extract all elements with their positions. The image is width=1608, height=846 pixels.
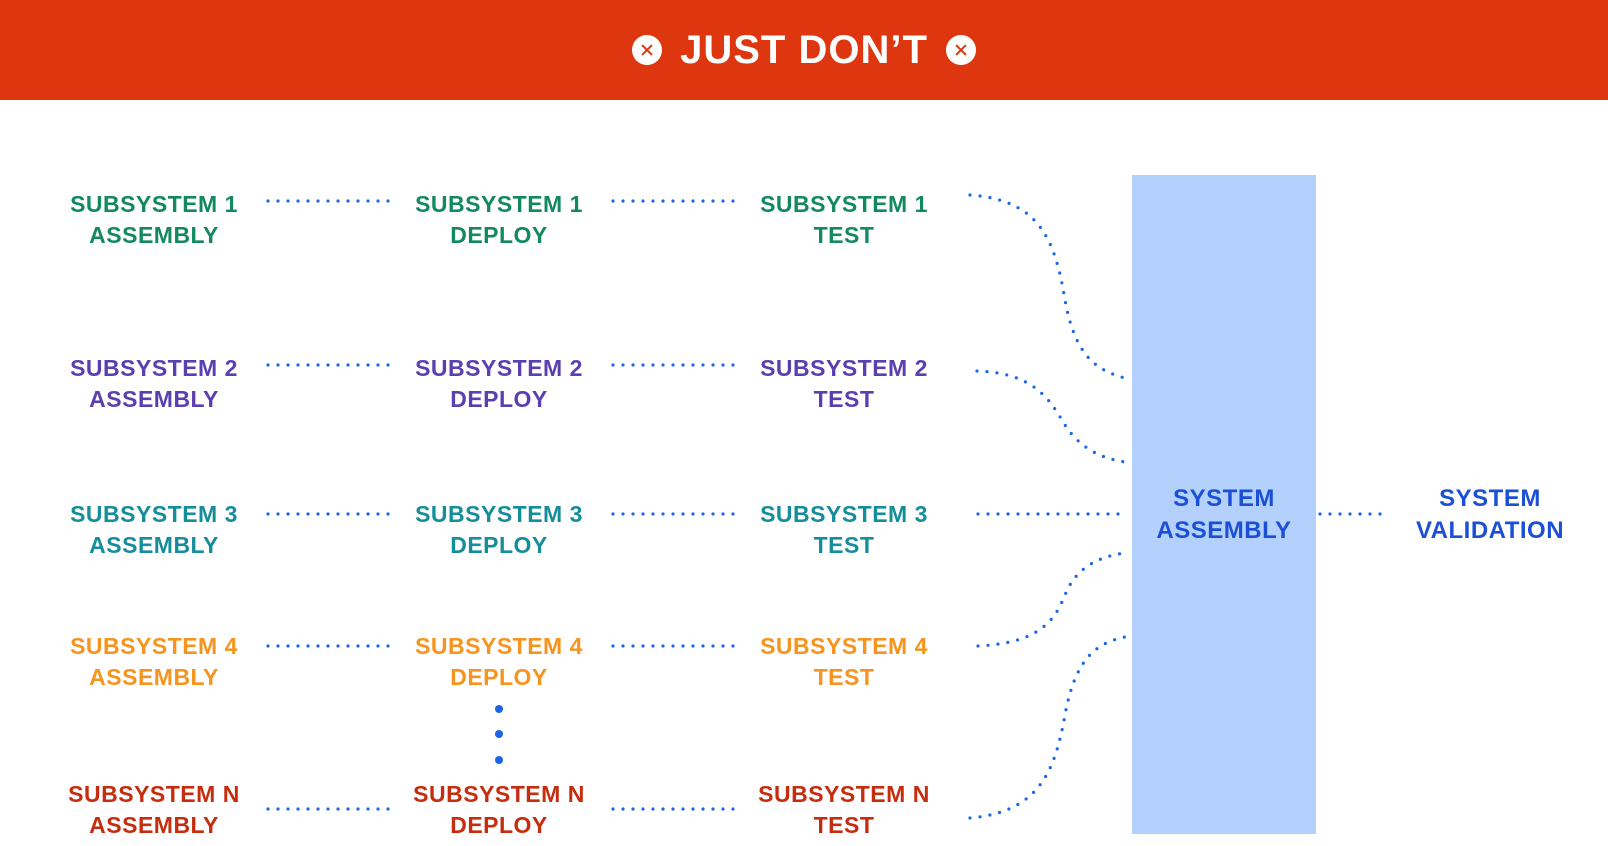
connector-test-system-1: [968, 193, 1127, 380]
node-label-line: DEPLOY: [450, 386, 548, 412]
node-label-line: SUBSYSTEM N: [68, 781, 240, 807]
subsystem-1-assembly: SUBSYSTEM 1 ASSEMBLY: [54, 189, 254, 251]
ellipsis-dot: [495, 730, 503, 738]
node-label-line: SUBSYSTEM 4: [415, 633, 583, 659]
node-label-line: SUBSYSTEM 3: [415, 501, 583, 527]
node-label-line: SUBSYSTEM 4: [70, 633, 238, 659]
connector-test-system-2: [975, 369, 1127, 464]
node-label-line: TEST: [813, 812, 875, 838]
subsystem-2-deploy: SUBSYSTEM 2 DEPLOY: [399, 353, 599, 415]
header-banner: JUST DON’T: [0, 0, 1608, 100]
node-label-line: SUBSYSTEM N: [413, 781, 585, 807]
node-label-line: DEPLOY: [450, 532, 548, 558]
ellipsis-dot: [495, 756, 503, 764]
subsystem-3-test: SUBSYSTEM 3 TEST: [744, 499, 944, 561]
system-assembly-line: SYSTEM: [1173, 485, 1275, 512]
subsystem-2-assembly: SUBSYSTEM 2 ASSEMBLY: [54, 353, 254, 415]
subsystem-2-test: SUBSYSTEM 2 TEST: [744, 353, 944, 415]
node-label-line: SUBSYSTEM N: [758, 781, 930, 807]
node-label-line: ASSEMBLY: [89, 812, 219, 838]
node-label-line: ASSEMBLY: [89, 386, 219, 412]
node-label-line: TEST: [813, 664, 875, 690]
connector-test-system-n: [968, 635, 1127, 820]
node-label-line: TEST: [813, 386, 875, 412]
subsystem-1-deploy: SUBSYSTEM 1 DEPLOY: [399, 189, 599, 251]
node-label-line: SUBSYSTEM 3: [760, 501, 928, 527]
node-label-line: SUBSYSTEM 2: [415, 355, 583, 381]
node-label-line: DEPLOY: [450, 664, 548, 690]
subsystem-1-test: SUBSYSTEM 1 TEST: [744, 189, 944, 251]
subsystem-n-test: SUBSYSTEM N TEST: [744, 779, 944, 841]
node-label-line: SUBSYSTEM 2: [760, 355, 928, 381]
close-circle-icon: [945, 35, 976, 65]
node-label-line: TEST: [813, 532, 875, 558]
system-validation-label: SYSTEM VALIDATION: [1390, 483, 1590, 547]
subsystem-3-deploy: SUBSYSTEM 3 DEPLOY: [399, 499, 599, 561]
node-label-line: DEPLOY: [450, 222, 548, 248]
subsystem-4-assembly: SUBSYSTEM 4 ASSEMBLY: [54, 631, 254, 693]
ellipsis-dot: [495, 705, 503, 713]
node-label-line: SUBSYSTEM 1: [70, 191, 238, 217]
node-label-line: ASSEMBLY: [89, 532, 219, 558]
subsystem-n-deploy: SUBSYSTEM N DEPLOY: [399, 779, 599, 841]
subsystem-4-deploy: SUBSYSTEM 4 DEPLOY: [399, 631, 599, 693]
system-assembly-line: ASSEMBLY: [1156, 517, 1292, 544]
node-label-line: SUBSYSTEM 4: [760, 633, 928, 659]
subsystem-4-test: SUBSYSTEM 4 TEST: [744, 631, 944, 693]
node-label-line: ASSEMBLY: [89, 222, 219, 248]
system-validation-line: SYSTEM: [1439, 485, 1541, 512]
node-label-line: DEPLOY: [450, 812, 548, 838]
system-assembly-box: [1132, 175, 1316, 834]
subsystem-3-assembly: SUBSYSTEM 3 ASSEMBLY: [54, 499, 254, 561]
node-label-line: SUBSYSTEM 3: [70, 501, 238, 527]
node-label-line: ASSEMBLY: [89, 664, 219, 690]
banner-title: JUST DON’T: [680, 27, 928, 72]
subsystem-n-assembly: SUBSYSTEM N ASSEMBLY: [54, 779, 254, 841]
system-assembly-label: SYSTEM ASSEMBLY: [1132, 483, 1316, 547]
connector-test-system-4: [976, 551, 1127, 648]
node-label-line: SUBSYSTEM 1: [760, 191, 928, 217]
node-label-line: SUBSYSTEM 1: [415, 191, 583, 217]
close-circle-icon: [632, 35, 663, 65]
node-label-line: TEST: [813, 222, 875, 248]
system-validation-line: VALIDATION: [1415, 517, 1565, 544]
node-label-line: SUBSYSTEM 2: [70, 355, 238, 381]
